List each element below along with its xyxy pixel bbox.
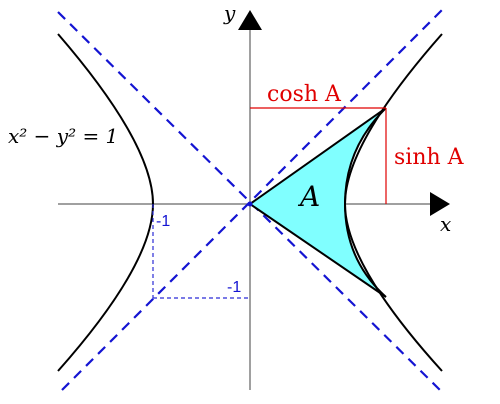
- asymptote-positive-slope: [61, 9, 443, 391]
- area-label: A: [297, 180, 320, 213]
- y-axis-arrow: [238, 10, 262, 30]
- equation-label: x² − y² = 1: [8, 124, 118, 148]
- left-hyperbola-branch: [57, 33, 155, 372]
- origin-marker: [247, 201, 253, 207]
- x-axis-arrow: [430, 192, 450, 216]
- x-axis-label: x: [440, 212, 451, 236]
- neg-one-y-label: -1: [227, 279, 241, 296]
- right-hyperbola-branch: [343, 33, 443, 372]
- neg-one-x-label: -1: [156, 213, 170, 230]
- sinh-label: sinh A: [394, 145, 465, 170]
- cosh-label: cosh A: [267, 82, 342, 107]
- asymptote-negative-slope: [57, 11, 443, 393]
- y-axis-label: y: [223, 1, 236, 25]
